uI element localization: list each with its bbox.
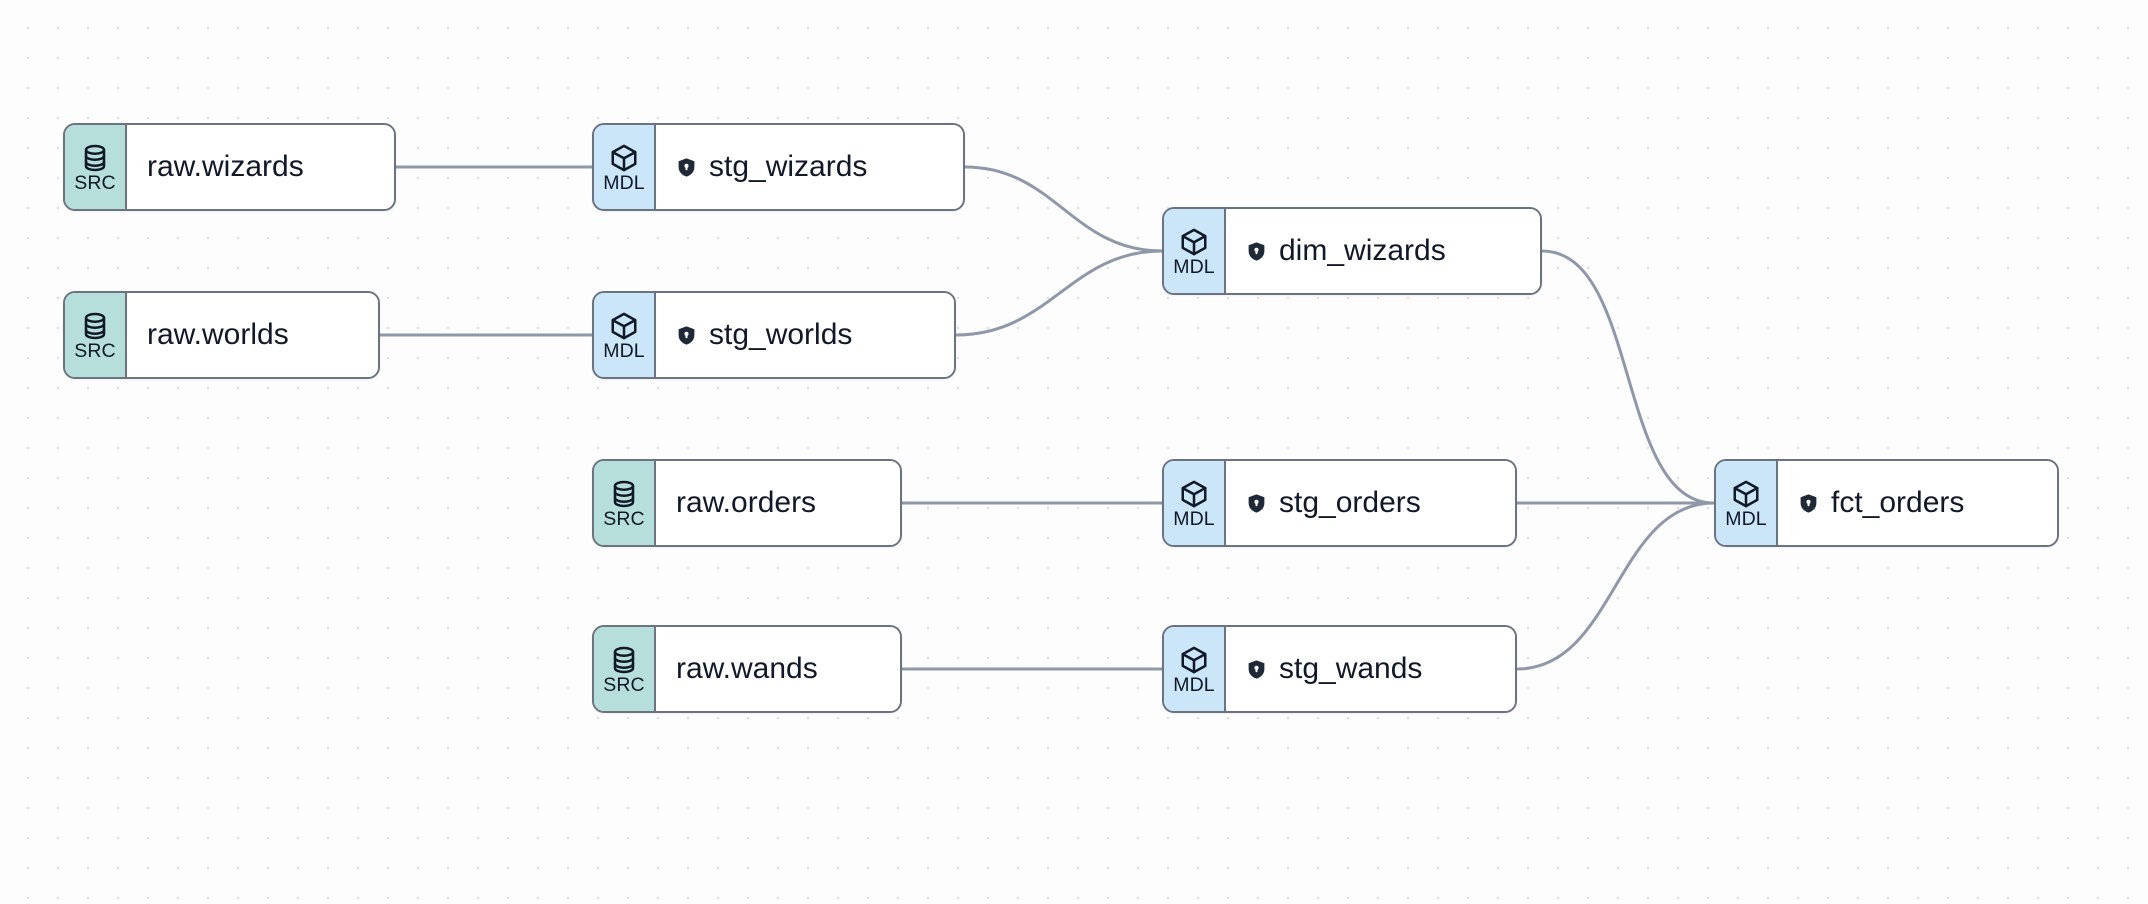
node-badge-label: MDL	[1173, 256, 1215, 279]
node-label: raw.wands	[676, 652, 818, 685]
node-badge-label: SRC	[603, 674, 645, 697]
node-raw-wands[interactable]: SRC raw.wands	[592, 625, 902, 713]
cube-icon	[609, 143, 639, 173]
node-badge-mdl: MDL	[1164, 461, 1226, 545]
node-body: stg_orders	[1226, 461, 1515, 545]
node-label: stg_worlds	[709, 318, 853, 351]
node-badge-label: MDL	[1173, 674, 1215, 697]
cube-icon	[609, 311, 639, 341]
node-badge-label: MDL	[603, 340, 645, 363]
node-badge-src: SRC	[65, 293, 127, 377]
node-label: raw.worlds	[147, 318, 289, 351]
node-body: raw.wands	[656, 627, 900, 711]
database-icon	[80, 311, 110, 341]
node-badge-label: MDL	[1725, 508, 1767, 531]
node-badge-label: SRC	[74, 340, 116, 363]
node-body: raw.wizards	[127, 125, 394, 209]
node-label: stg_wizards	[709, 150, 868, 183]
node-badge-label: MDL	[603, 172, 645, 195]
node-body: raw.worlds	[127, 293, 378, 377]
node-badge-label: SRC	[74, 172, 116, 195]
node-body: stg_wizards	[656, 125, 963, 209]
cube-icon	[1179, 479, 1209, 509]
node-raw-wizards[interactable]: SRC raw.wizards	[63, 123, 396, 211]
node-badge-label: MDL	[1173, 508, 1215, 531]
cube-icon	[1179, 645, 1209, 675]
node-badge-src: SRC	[594, 627, 656, 711]
node-stg-wands[interactable]: MDL stg_wands	[1162, 625, 1517, 713]
node-label: stg_orders	[1279, 486, 1421, 519]
node-dim-wizards[interactable]: MDL dim_wizards	[1162, 207, 1542, 295]
shield-lock-icon	[1246, 493, 1267, 514]
node-stg-worlds[interactable]: MDL stg_worlds	[592, 291, 956, 379]
node-raw-worlds[interactable]: SRC raw.worlds	[63, 291, 380, 379]
node-body: dim_wizards	[1226, 209, 1540, 293]
node-stg-wizards[interactable]: MDL stg_wizards	[592, 123, 965, 211]
node-body: fct_orders	[1778, 461, 2057, 545]
node-body: raw.orders	[656, 461, 900, 545]
database-icon	[609, 645, 639, 675]
cube-icon	[1731, 479, 1761, 509]
node-label: raw.orders	[676, 486, 817, 519]
shield-lock-icon	[1246, 241, 1267, 262]
node-body: stg_worlds	[656, 293, 954, 377]
node-badge-mdl: MDL	[594, 293, 656, 377]
node-badge-mdl: MDL	[1164, 627, 1226, 711]
shield-lock-icon	[1246, 659, 1267, 680]
shield-lock-icon	[1798, 493, 1819, 514]
node-badge-mdl: MDL	[594, 125, 656, 209]
shield-lock-icon	[676, 157, 697, 178]
node-body: stg_wands	[1226, 627, 1515, 711]
node-badge-src: SRC	[65, 125, 127, 209]
node-stg-orders[interactable]: MDL stg_orders	[1162, 459, 1517, 547]
node-fct-orders[interactable]: MDL fct_orders	[1714, 459, 2059, 547]
node-label: dim_wizards	[1279, 234, 1446, 267]
database-icon	[80, 143, 110, 173]
node-badge-label: SRC	[603, 508, 645, 531]
node-raw-orders[interactable]: SRC raw.orders	[592, 459, 902, 547]
node-label: stg_wands	[1279, 652, 1423, 685]
node-label: raw.wizards	[147, 150, 304, 183]
node-badge-mdl: MDL	[1164, 209, 1226, 293]
node-badge-src: SRC	[594, 461, 656, 545]
node-badge-mdl: MDL	[1716, 461, 1778, 545]
shield-lock-icon	[676, 325, 697, 346]
node-label: fct_orders	[1831, 486, 1965, 519]
cube-icon	[1179, 227, 1209, 257]
database-icon	[609, 479, 639, 509]
